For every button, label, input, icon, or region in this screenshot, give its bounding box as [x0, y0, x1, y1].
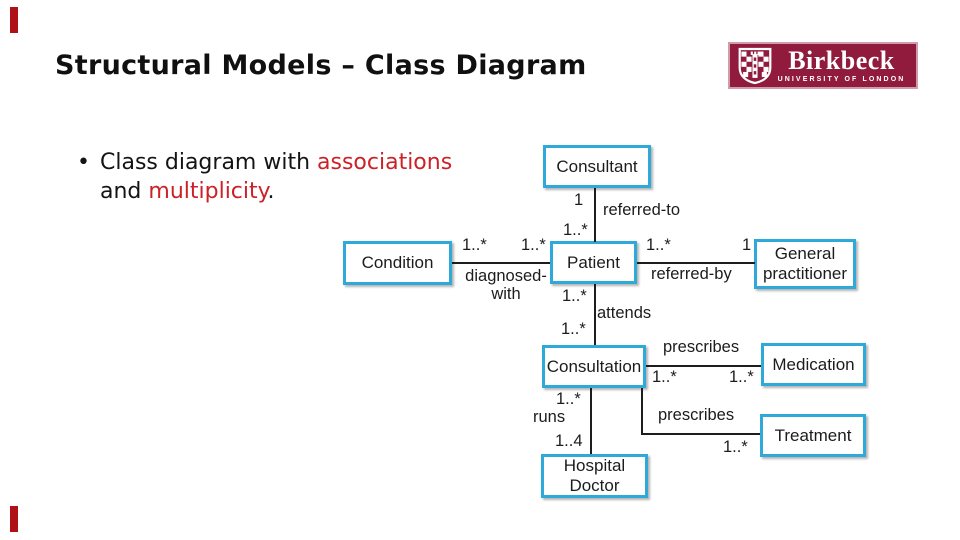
association-name-label: runs — [533, 408, 566, 426]
class-name-label: Doctor — [569, 476, 620, 495]
association-name-label: prescribes — [663, 338, 740, 356]
birkbeck-crest-icon — [738, 47, 772, 85]
association-name-label: attends — [597, 304, 652, 322]
multiplicity-label: 1 — [574, 191, 584, 209]
multiplicity-label: 1..4 — [555, 432, 583, 450]
multiplicity-label: 1..* — [652, 368, 677, 386]
multiplicity-label: 1..* — [462, 236, 487, 254]
association-line — [641, 388, 643, 435]
multiplicity-label: 1 — [742, 236, 752, 254]
class-name-label: Consultation — [546, 356, 642, 376]
association-line — [637, 262, 755, 264]
association-name-label: diagnosed- — [465, 267, 547, 285]
multiplicity-label: 1..* — [729, 368, 754, 386]
multiplicity-label: 1..* — [562, 287, 587, 305]
multiplicity-label: 1..* — [646, 236, 671, 254]
logo-wordmark: Birkbeck — [788, 46, 895, 75]
class-name-label: Hospital — [563, 456, 626, 475]
class-box-patient: Patient — [550, 241, 637, 284]
page-title: Structural Models – Class Diagram — [55, 50, 587, 81]
class-name-label: Medication — [772, 354, 855, 374]
bullet-segment: and — [100, 179, 149, 204]
association-line — [646, 365, 761, 367]
class-name-label: practitioner — [762, 264, 848, 283]
class-box-consultation: Consultation — [542, 345, 646, 388]
bullet-segment-red: associations — [317, 150, 453, 175]
association-name-label: referred-by — [651, 265, 732, 283]
bullet-segment: Class diagram with — [100, 150, 318, 175]
bullet-segment-red: multiplicity — [148, 179, 268, 204]
class-name-label: Treatment — [774, 425, 852, 445]
class-name-label: Consultant — [556, 156, 638, 176]
bullet-item: • Class diagram with associations and mul… — [77, 148, 452, 206]
class-name-label: General — [774, 244, 836, 263]
association-line — [452, 262, 550, 264]
bullet-segment: . — [267, 179, 275, 204]
association-line — [594, 188, 596, 242]
association-name-label: referred-to — [603, 201, 681, 219]
class-name-label: Patient — [567, 252, 620, 272]
logo-subtitle: UNIVERSITY OF LONDON — [777, 76, 906, 83]
association-line — [641, 433, 760, 435]
association-line — [594, 284, 596, 345]
class-name-label: Condition — [361, 253, 434, 272]
logo-text: Birkbeck UNIVERSITY OF LONDON — [772, 46, 911, 84]
association-name-label: with — [491, 285, 521, 303]
class-box-consultant: Consultant — [543, 145, 651, 188]
association-name-label: prescribes — [658, 406, 735, 424]
multiplicity-label: 1..* — [556, 390, 581, 408]
birkbeck-logo: Birkbeck UNIVERSITY OF LONDON — [728, 42, 918, 89]
corner-mark-top — [10, 7, 18, 33]
multiplicity-label: 1..* — [521, 236, 546, 254]
class-box-treatment: Treatment — [760, 414, 866, 457]
association-line — [590, 388, 592, 454]
bullet-text: Class diagram with associations and multi… — [100, 148, 452, 206]
class-box-condition: Condition — [343, 241, 452, 285]
multiplicity-label: 1..* — [723, 438, 748, 456]
class-box-medication: Medication — [761, 343, 866, 386]
bullet-icon: • — [77, 150, 90, 175]
multiplicity-label: 1..* — [563, 221, 588, 239]
multiplicity-label: 1..* — [561, 320, 586, 338]
corner-mark-bottom — [10, 506, 18, 532]
